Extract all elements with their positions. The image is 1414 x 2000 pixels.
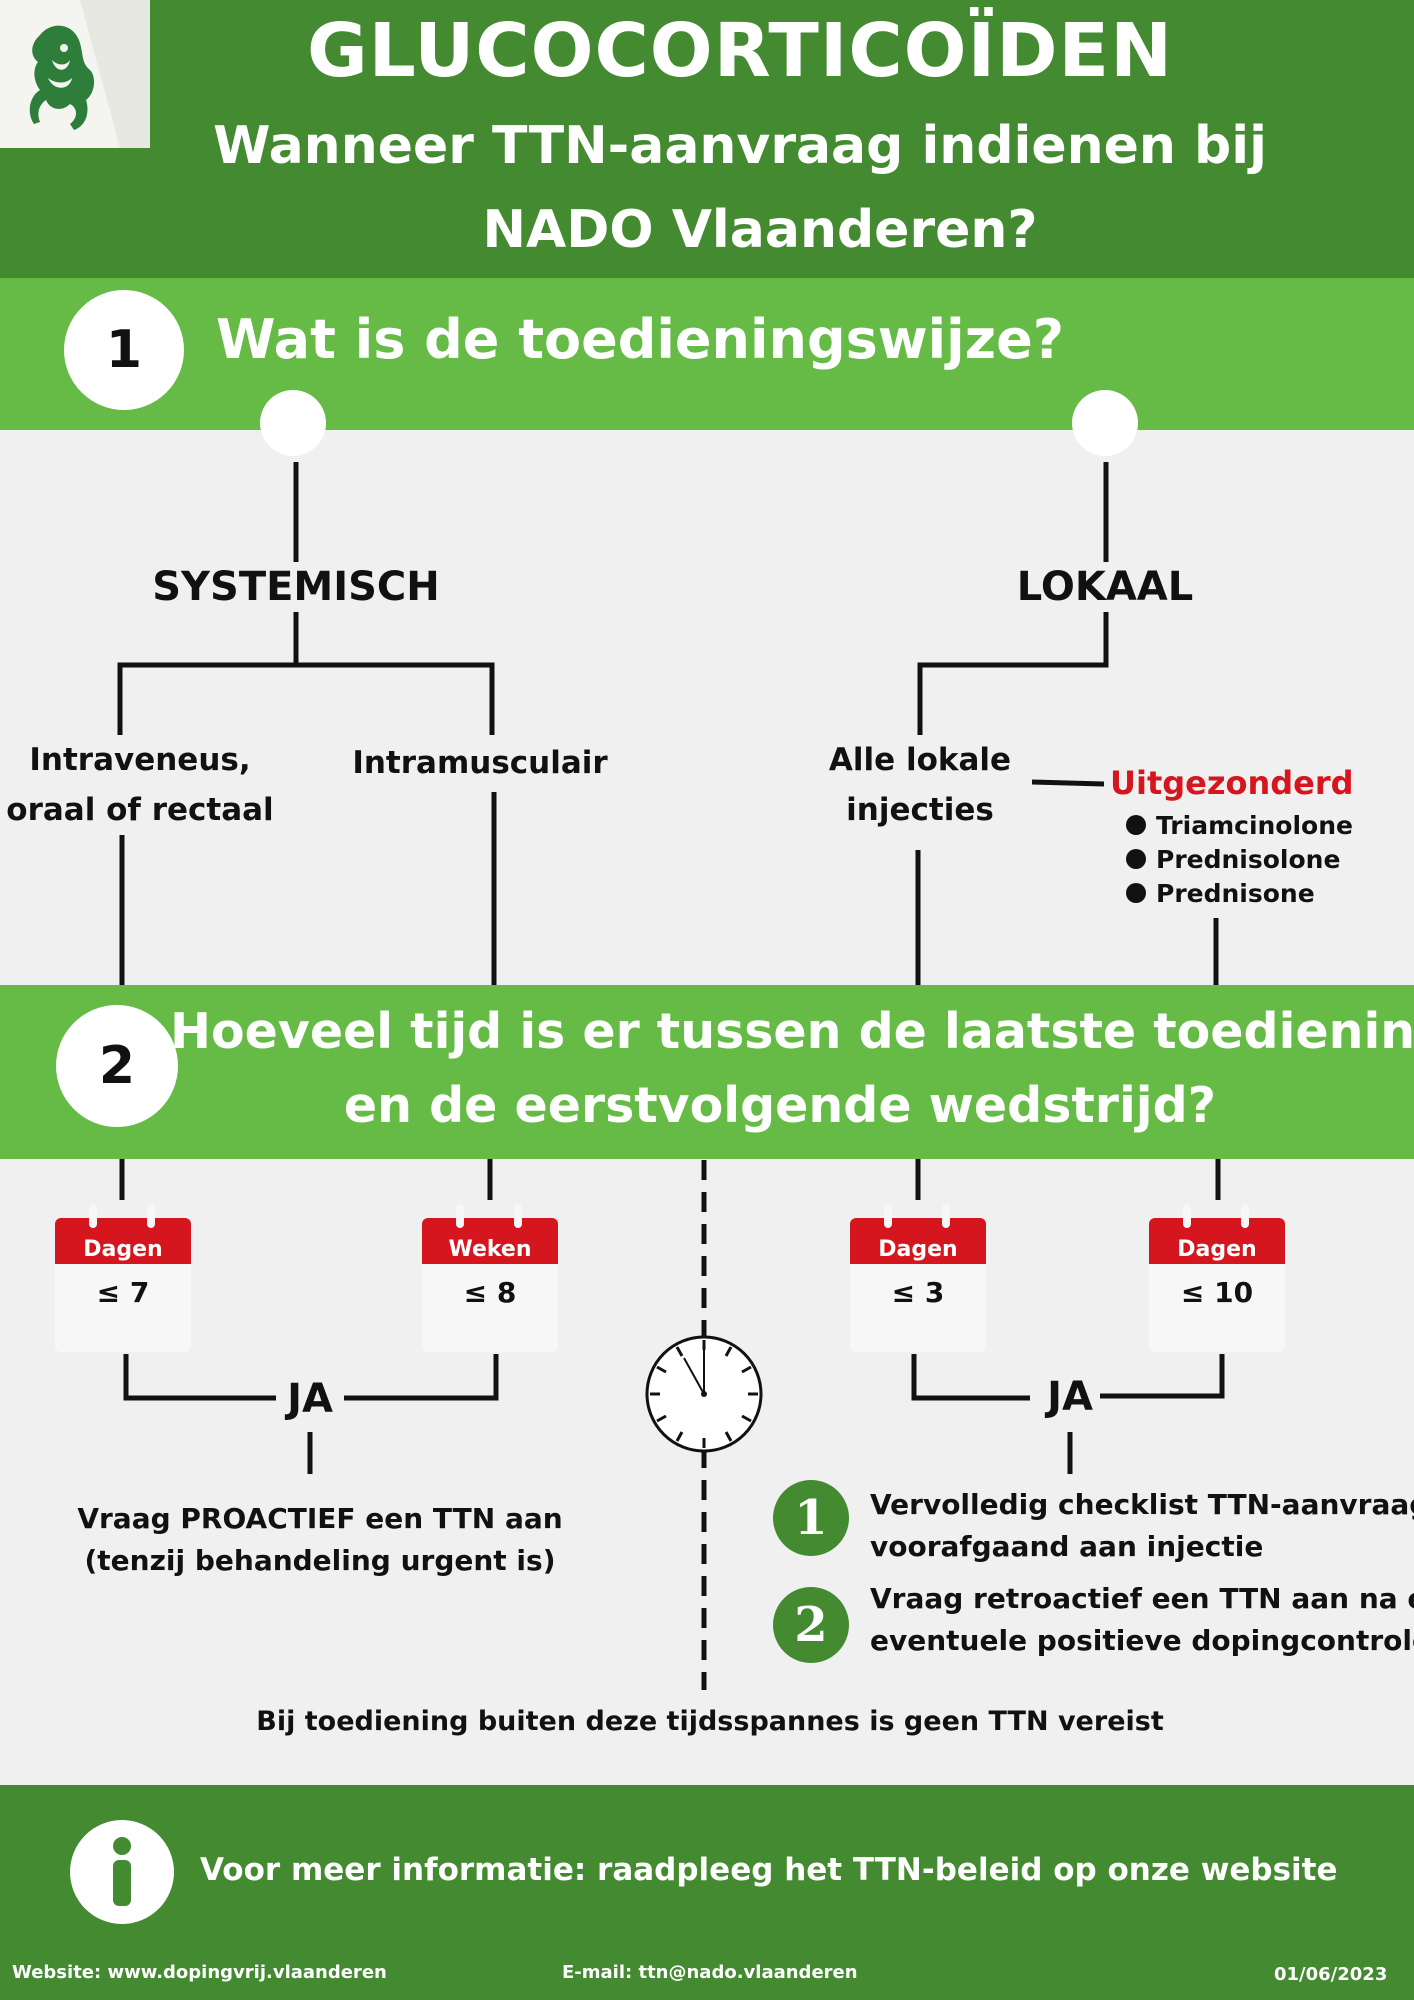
lokaal-node [1072, 390, 1138, 456]
calendar-icon: Weken ≤ 8 [422, 1204, 558, 1352]
list-item: Prednisone [1126, 876, 1353, 910]
ja-label-right: JA [1047, 1374, 1093, 1420]
page-title: GLUCOCORTICOÏDEN [306, 8, 1174, 94]
calendar-value: ≤ 8 [463, 1276, 517, 1309]
calendar-value: ≤ 3 [891, 1276, 945, 1309]
step1-number: 1 [64, 290, 184, 410]
calendar-icon: Dagen ≤ 10 [1149, 1204, 1285, 1352]
result-right-item-1: Vervolledig checklist TTN-aanvraag voora… [870, 1488, 1414, 1563]
bullet-icon [1126, 883, 1146, 903]
bullet-icon [1126, 815, 1146, 835]
step1-question: Wat is de toedieningswijze? [216, 308, 1065, 371]
result-left-line2: (tenzij behandeling urgent is) [84, 1544, 556, 1577]
result-left-line1: Vraag PROACTIEF een TTN aan [77, 1502, 563, 1535]
list-item: Prednisolone [1126, 842, 1353, 876]
result-right-badge-1: 1 [773, 1480, 849, 1556]
systemisch-node [260, 390, 326, 456]
clock-icon [645, 1335, 763, 1453]
page-subtitle-line2: NADO Vlaanderen? [482, 200, 1038, 260]
footer-email-link[interactable]: E-mail: ttn@nado.vlaanderen [562, 1962, 858, 1983]
option-local-injections-line2: injecties [846, 792, 994, 828]
option-iv-oral-rectal-line2: oraal of rectaal [6, 792, 274, 828]
option-intramusculair: Intramusculair [352, 745, 608, 781]
option-local-injections-line1: Alle lokale [828, 742, 1012, 778]
lokaal-label: LOKAAL [1016, 564, 1194, 610]
step2-number: 2 [56, 1005, 178, 1127]
info-icon [70, 1820, 174, 1924]
step2-band [0, 985, 1414, 1159]
footer-info: Voor meer informatie: raadpleeg het TTN-… [200, 1852, 1338, 1888]
footer [0, 1785, 1414, 2000]
result-right-item-2: Vraag retroactief een TTN aan na een eve… [870, 1582, 1414, 1657]
step2-question-line1: Hoeveel tijd is er tussen de laatste toe… [170, 1003, 1414, 1060]
systemisch-label: SYSTEMISCH [152, 564, 440, 610]
note-text: Bij toediening buiten deze tijdsspannes … [256, 1706, 1164, 1737]
calendar-value: ≤ 10 [1180, 1276, 1254, 1309]
footer-date: 01/06/2023 [1274, 1964, 1388, 1985]
exception-title: Uitgezonderd [1110, 764, 1354, 802]
calendar-value: ≤ 7 [96, 1276, 150, 1309]
footer-website-link[interactable]: Website: www.dopingvrij.vlaanderen [12, 1962, 387, 1983]
step1-band [0, 278, 1414, 430]
calendar-icon: Dagen ≤ 7 [55, 1204, 191, 1352]
calendar-icon: Dagen ≤ 3 [850, 1204, 986, 1352]
logo [0, 0, 150, 148]
step2-question-line2: en de eerstvolgende wedstrijd? [343, 1077, 1217, 1134]
result-right-badge-2: 2 [773, 1587, 849, 1663]
bullet-icon [1126, 849, 1146, 869]
ja-label-left: JA [287, 1376, 333, 1422]
option-iv-oral-rectal-line1: Intraveneus, [29, 742, 251, 778]
list-item: Triamcinolone [1126, 808, 1353, 842]
header [0, 0, 1414, 278]
exception-list: Triamcinolone Prednisolone Prednisone [1126, 808, 1353, 910]
flemish-lion-icon [29, 0, 150, 148]
page-subtitle-line1: Wanneer TTN-aanvraag indienen bij [213, 116, 1267, 176]
